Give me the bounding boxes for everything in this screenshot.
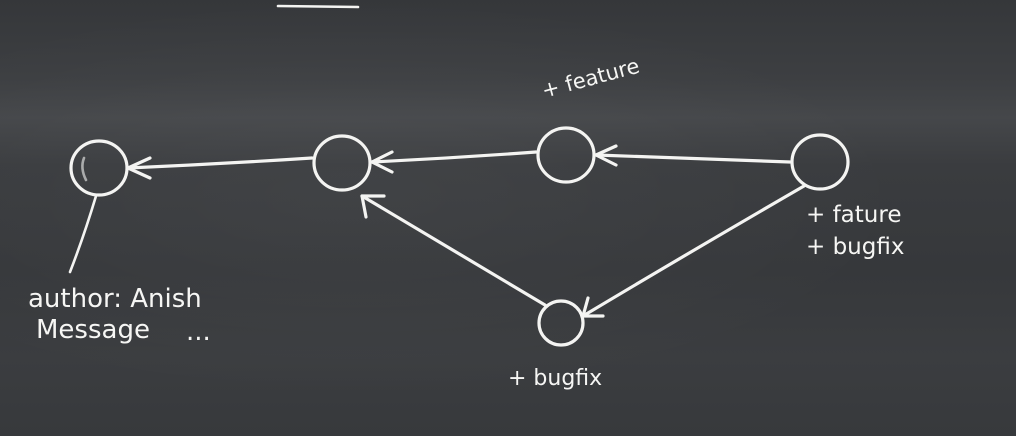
edge-feature-to-base	[370, 150, 538, 174]
label-bugfix-bottom: + bugfix	[508, 366, 602, 391]
top-stroke	[276, 4, 360, 9]
label-ellipsis: ...	[186, 317, 211, 347]
edge-bugfix-to-base	[360, 194, 547, 307]
label-merge-feature: + fature	[806, 202, 901, 228]
edge-merge-to-feature	[594, 144, 792, 167]
annotation-connector	[68, 194, 98, 274]
label-message: Message	[36, 315, 150, 345]
commit-node-base	[312, 134, 372, 192]
label-feature-top: + feature	[539, 54, 642, 103]
label-author: author: Anish	[28, 284, 202, 314]
commit-node-feature	[536, 126, 596, 184]
commit-node-root	[69, 139, 129, 197]
commit-node-bugfix	[537, 299, 585, 347]
commit-node-merge	[790, 133, 850, 191]
label-merge-bugfix: + bugfix	[806, 234, 904, 260]
edge-merge-to-bugfix	[581, 184, 806, 318]
edge-base-to-root	[126, 156, 314, 180]
